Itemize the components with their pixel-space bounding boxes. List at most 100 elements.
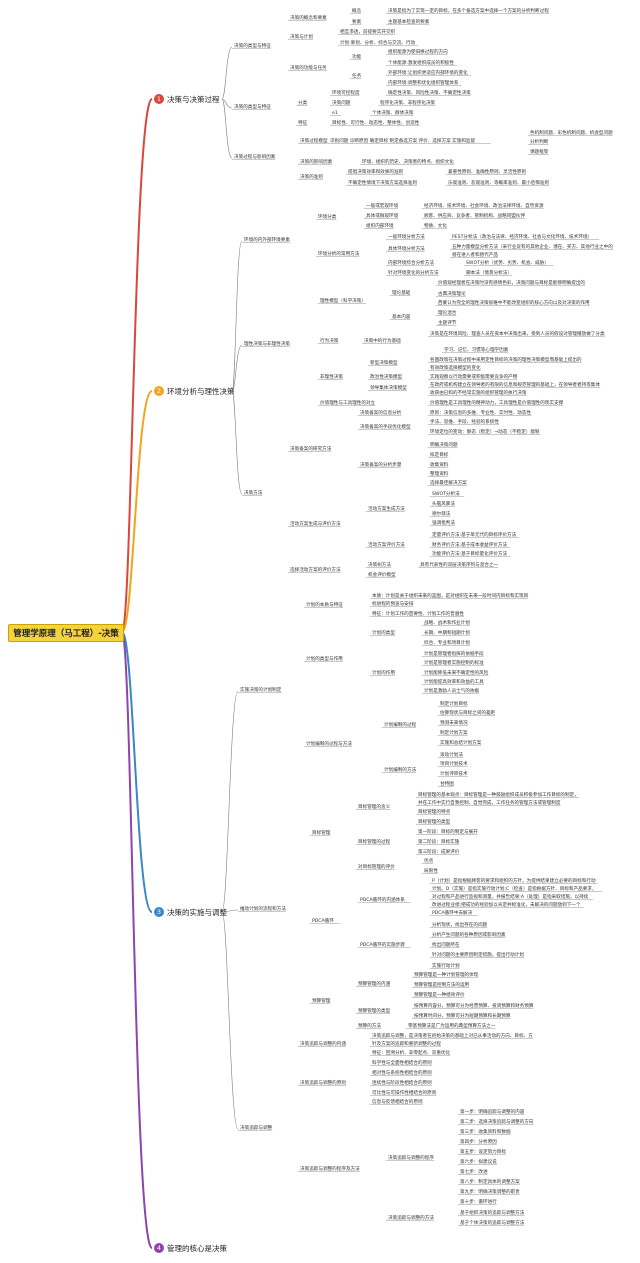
map-node[interactable]: 主题基本检查的要素 — [388, 18, 430, 25]
map-node[interactable]: 决策追踪与调整，是决策者在初始决策的基础上对已从事活动的方向、目标、方 — [372, 1032, 533, 1039]
map-node[interactable]: 概念 — [352, 7, 362, 14]
map-node[interactable]: 甘特图 — [440, 780, 454, 787]
map-node[interactable]: 替在进入者和替代产品 — [452, 251, 498, 258]
map-node[interactable]: 整理资料 — [430, 470, 449, 477]
map-node[interactable]: 特征：回溯分析、非零起点、双重优化 — [372, 1049, 451, 1056]
map-node[interactable]: 定量评价方法:基于单元代的目标评价方法 — [432, 531, 517, 538]
map-node[interactable]: 相互渗透，前提要实开交织 — [340, 28, 396, 35]
map-node[interactable]: 第二步：选择决策追踪与调整的方向 — [460, 1118, 534, 1125]
map-node[interactable]: 决策追踪与调整的原则 — [300, 1079, 346, 1086]
map-node[interactable]: 第四步：分析原因 — [460, 1138, 497, 1145]
map-node[interactable]: 功能 — [352, 53, 362, 60]
map-node[interactable]: 功能评价方法:基于目标量化评价方法 — [432, 550, 507, 557]
map-node[interactable]: 行为决策 — [320, 337, 339, 344]
map-node[interactable]: 环境分析的常用方法 — [318, 250, 360, 257]
map-node[interactable]: 改进过程业绩;把成功的经验加以肯定并标准化，未解决的问题放到下一个 — [432, 901, 581, 908]
map-node[interactable]: e1 — [332, 110, 338, 116]
map-node[interactable]: 第一阶段：目标的制定与展开 — [418, 828, 478, 835]
map-node[interactable]: 财务评价方法:基于成本收益评价方法 — [432, 541, 507, 548]
map-node[interactable]: 乐观准则、悲观准则、等概率准则、最小后悔准则 — [448, 179, 549, 186]
map-node[interactable]: 决策与计划 — [290, 33, 313, 40]
map-node[interactable]: 战略、战术和作业计划 — [424, 619, 470, 626]
map-node[interactable]: 环境的内外部环境要素 — [244, 236, 290, 243]
map-node[interactable]: 选择最佳解决方案 — [430, 479, 467, 486]
map-node[interactable]: 第二阶段：目标实施 — [418, 838, 460, 845]
map-node[interactable]: 分类 — [298, 99, 308, 106]
map-node[interactable]: 个体能源:激发组织成员的积极性 — [388, 59, 454, 66]
map-node[interactable]: 环境分类 — [318, 213, 337, 220]
map-node[interactable]: 连续性与阶段性相结合的原则 — [372, 1079, 432, 1086]
map-node[interactable]: 针及方案的追踪和重新调整的过程 — [372, 1040, 441, 1047]
map-node[interactable]: 预算的方法 — [358, 1022, 381, 1029]
map-node[interactable]: 决策是指为了实现一定的目标，在多个备选方案中选择一个方案的分析判断过程 — [388, 7, 549, 14]
map-node[interactable]: 滚动计划法 — [440, 751, 463, 758]
map-node[interactable]: 选择活动方案的评价方法 — [290, 566, 341, 573]
map-node[interactable]: 并在工作中实行自我控制、自觉完成，工作任务的管理方法或管理制度 — [418, 799, 561, 806]
map-node[interactable]: 一般或宏观环境 — [366, 202, 399, 209]
map-node[interactable]: 实践观察以行动需要或积极需要竞争的产物 — [430, 373, 518, 380]
map-node[interactable]: 确定性决策、风险性决策、不确定性决策 — [388, 89, 471, 96]
map-node[interactable]: 领导集体决策模型 — [370, 384, 407, 391]
map-node[interactable]: 项目计划技术 — [440, 760, 468, 767]
map-node[interactable]: 按预算时间分，预算可分为短期预算和长期预算 — [414, 1012, 511, 1019]
map-node[interactable]: PDCA循环 — [312, 917, 334, 924]
map-node[interactable]: 顾客、供应商、竞争者、管制机构、战略同盟伙伴 — [424, 212, 525, 219]
map-node[interactable]: 新型决策模型 — [370, 359, 398, 366]
map-node[interactable]: 综合、专业和项目计划 — [424, 639, 470, 646]
map-node[interactable]: 零基预算法是广为运用的典型预算方法之一 — [408, 1022, 496, 1029]
map-node[interactable]: 在政府或机构建立在领导者的有限的信息和规范管理的基础上，在领导者者持等集体 — [430, 381, 600, 388]
map-node[interactable]: 第六步：拟建议说 — [460, 1158, 497, 1165]
map-node[interactable]: 计划的作用 — [372, 669, 395, 676]
map-node[interactable]: 非理性决策 — [320, 373, 343, 380]
map-node[interactable]: 程序化决策、非程序化决策 — [380, 99, 436, 106]
map-node[interactable]: 个体决策、群体决策 — [372, 109, 414, 116]
map-node[interactable]: 不确定性情境下决策方案选择准则 — [348, 179, 417, 186]
map-node[interactable]: 收集资料 — [430, 461, 449, 468]
map-node[interactable]: 手法、思维、手段、经验的系统性 — [430, 418, 499, 425]
map-node[interactable]: 计划的类型 — [372, 629, 395, 636]
map-node[interactable]: 经济环境、技术环境、社会环境、政治法律环境、自然资源 — [424, 202, 544, 209]
branch-4[interactable]: 4 管理的核心是决策 — [154, 1242, 227, 1254]
map-node[interactable]: 分析产生问题的各种原因或影响因素 — [432, 931, 506, 938]
map-node[interactable]: 计划能降低未来不确定性的风险 — [424, 669, 489, 676]
map-node[interactable]: 环境可控程度 — [332, 89, 360, 96]
branch-1[interactable]: 1 决策与决策过程 — [154, 93, 220, 105]
map-node[interactable]: 理论混合 — [438, 309, 457, 316]
map-node[interactable]: 实施行动计划 — [432, 962, 460, 969]
map-node[interactable]: 决策过程模型 — [300, 137, 328, 144]
map-node[interactable]: 决策追踪与调整的方法 — [388, 1214, 434, 1221]
map-node[interactable]: 可比性与可操作性相结合的原则 — [372, 1089, 437, 1096]
map-node[interactable]: 决策中的行为基础 — [364, 337, 401, 344]
map-node[interactable]: 按预算内容分，预算可分为经营预算、投资预算和财务预算 — [414, 1002, 534, 1009]
map-node[interactable]: 优点 — [424, 857, 434, 864]
map-node[interactable]: 脚本法（情景分析法） — [466, 269, 512, 276]
map-node[interactable]: 决策追踪与调整的程序 — [388, 1154, 434, 1161]
map-node[interactable]: 基本内容 — [392, 313, 411, 320]
map-node[interactable]: 第十步：循环进行 — [460, 1198, 497, 1205]
map-node[interactable]: 第八步：制定具体的调整方案 — [460, 1178, 520, 1185]
branch-2[interactable]: 2 环境分析与理性决策 — [154, 385, 235, 397]
map-node[interactable]: 估算现状与目标之间的差距 — [440, 709, 496, 716]
map-node[interactable]: 内部环境综合分析方法 — [388, 259, 434, 266]
map-node[interactable]: 组织内部环境 — [366, 222, 394, 229]
map-node[interactable]: 对过程和产品进行监视和测量，并报告结果;A（处理）是指采取措施，以持续 — [432, 893, 589, 900]
map-node[interactable]: 内部环境:调整和优化组织管理体系 — [388, 79, 459, 86]
map-node[interactable]: 决策方法 — [244, 489, 263, 496]
map-node[interactable]: 具体或微观环境 — [366, 212, 399, 219]
map-node[interactable]: 推动计划的流程和方法 — [240, 905, 286, 912]
map-node[interactable]: 政治性决策模型 — [370, 373, 403, 380]
map-node[interactable]: 决策的影响因素 — [300, 158, 333, 165]
map-node[interactable]: 外部环境:让组织更适应内部环境的变化 — [388, 69, 468, 76]
map-node[interactable]: 决策追踪与调整的内涵 — [300, 1040, 346, 1047]
map-node[interactable]: 决策过程与影响因素 — [234, 153, 276, 160]
map-node[interactable]: 原则：决策信息的多维、专业性、实时性、动态性 — [430, 409, 531, 416]
map-node[interactable]: 头脑风暴法 — [432, 500, 455, 507]
map-node[interactable]: 决策的类型与特征 — [234, 103, 271, 110]
map-node[interactable]: 目标管理的基本观点：目标管理是一种鼓励组织成员积极参加工作目标的制定， — [418, 791, 579, 798]
map-node[interactable]: 预算管理 — [312, 997, 331, 1004]
map-node[interactable]: 制定计划目标 — [440, 700, 468, 707]
map-node[interactable]: 决策备案的手段优化模型 — [360, 423, 411, 430]
map-node[interactable]: 长期、中期和短期计划 — [424, 629, 470, 636]
map-node[interactable]: 基于个体决策的追踪与调整方法 — [460, 1219, 525, 1226]
map-node[interactable]: 明确决策问题 — [430, 441, 458, 448]
